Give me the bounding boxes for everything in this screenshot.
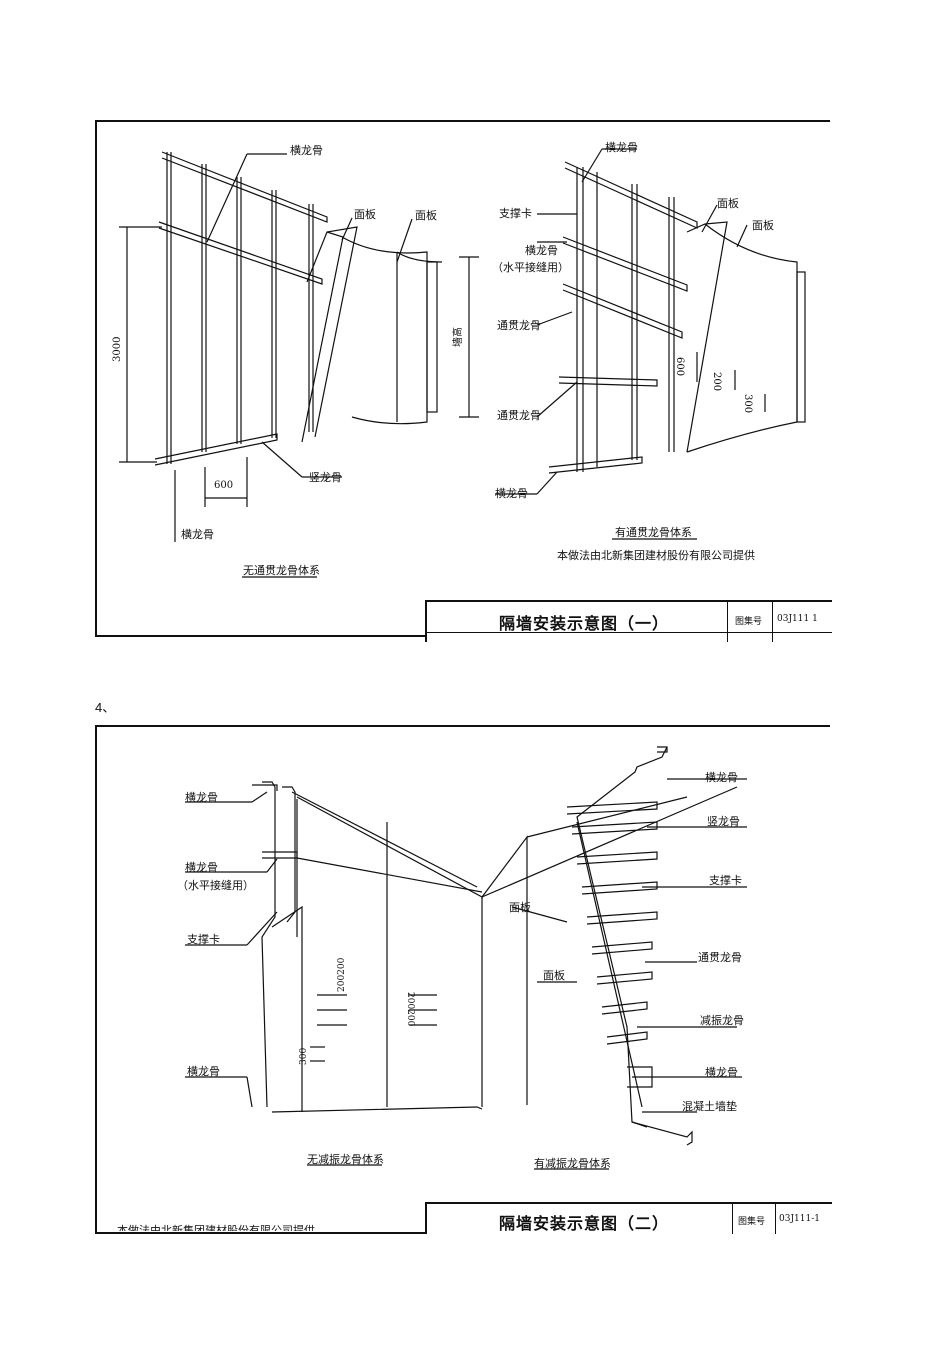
label-brace-left-2: 支撑卡: [187, 933, 220, 946]
label-horizontal-joint-note: （水平接缝用）: [492, 261, 569, 274]
label-horizontal-joint-note-2: （水平接缝用）: [177, 879, 254, 892]
title-block-2: 隔墙安装示意图（二） 图集号 03J111-1: [425, 1202, 832, 1234]
label-top-track-left: 横龙骨: [290, 144, 323, 157]
label-panel-b-right: 面板: [752, 219, 774, 232]
atlas-label-1: 图集号: [735, 617, 763, 627]
label-horizontal-joint-track: 横龙骨: [525, 244, 558, 257]
label-resilient-channel: 减振龙骨: [700, 1014, 744, 1027]
label-top-track-right: 横龙骨: [605, 141, 638, 154]
caption-with-resilient: 有减振龙骨体系: [534, 1157, 611, 1170]
dim-wall-height: 墙高: [453, 327, 464, 347]
label-curb: 混凝土墙垫: [682, 1100, 737, 1113]
label-panel-a-left: 面板: [354, 208, 376, 221]
title-figure2: 隔墙安装示意图（二）: [499, 1214, 670, 1233]
label-through-channel-right-2: 通贯龙骨: [698, 951, 742, 964]
title-block-1: 隔墙安装示意图（一） 图集号 03J111 1: [425, 600, 832, 642]
label-through-channel-1: 通贯龙骨: [497, 319, 541, 332]
dim-300-right: 300: [742, 394, 753, 414]
dim-600-right: 600: [674, 357, 685, 377]
label-bottom-track-left: 横龙骨: [181, 528, 214, 541]
label-panel-a-right: 面板: [717, 197, 739, 210]
label-bottom-track-left-2: 横龙骨: [187, 1065, 220, 1078]
dim-200-right: 200: [711, 372, 722, 392]
dim-200200-a: 200200: [337, 957, 347, 992]
dim-600: 600: [214, 480, 234, 491]
label-panel-b-left: 面板: [415, 209, 437, 222]
dim-3000: 3000: [112, 336, 123, 362]
section-marker: 4、: [95, 700, 116, 715]
label-top-track-left-2: 横龙骨: [185, 791, 218, 804]
label-horizontal-joint-track-2: 横龙骨: [185, 861, 218, 874]
label-bottom-track-right-2: 横龙骨: [705, 1066, 738, 1079]
label-top-track-right-2: 横龙骨: [705, 771, 738, 784]
label-stud-left: 竖龙骨: [309, 471, 342, 484]
figure1-drawing: [119, 148, 806, 578]
atlas-no-1: 03J111 1: [777, 614, 818, 624]
caption-no-through-channel: 无通贯龙骨体系: [243, 564, 320, 577]
atlas-label-2: 图集号: [738, 1217, 766, 1227]
label-panel-b-right-2: 面板: [543, 969, 565, 982]
dim-300-left-2: 300: [299, 1047, 309, 1065]
label-through-channel-2: 通贯龙骨: [497, 409, 541, 422]
caption-no-resilient: 无减振龙骨体系: [307, 1153, 384, 1166]
credit-figure1: 本做法由北新集团建材股份有限公司提供: [557, 549, 755, 562]
atlas-no-2: 03J111-1: [779, 1214, 821, 1224]
credit-figure2-clip: 本做法由北新集团建材股份有限公司提供: [117, 1220, 315, 1231]
label-stud-right-2: 竖龙骨: [707, 815, 740, 828]
figure-sheet-2: 横龙骨 横龙骨 （水平接缝用） 支撑卡 横龙骨 200200 200200 30…: [95, 725, 832, 1234]
dim-200200-b: 200200: [405, 992, 415, 1027]
figure2-drawing: [185, 746, 747, 1170]
caption-through-channel: 有通贯龙骨体系: [615, 526, 692, 539]
credit-figure2: 本做法由北新集团建材股份有限公司提供: [117, 1224, 315, 1231]
label-bottom-track-right: 横龙骨: [495, 487, 528, 500]
label-brace-right-2: 支撑卡: [709, 874, 742, 887]
figure-sheet-1: 横龙骨 面板 面板 竖龙骨 横龙骨 3000 600 墙高 无通贯龙骨体系 横龙…: [95, 120, 832, 642]
title-figure1: 隔墙安装示意图（一）: [499, 614, 670, 633]
label-brace-right: 支撑卡: [499, 207, 532, 220]
label-panel-a-right-2: 面板: [509, 901, 531, 914]
